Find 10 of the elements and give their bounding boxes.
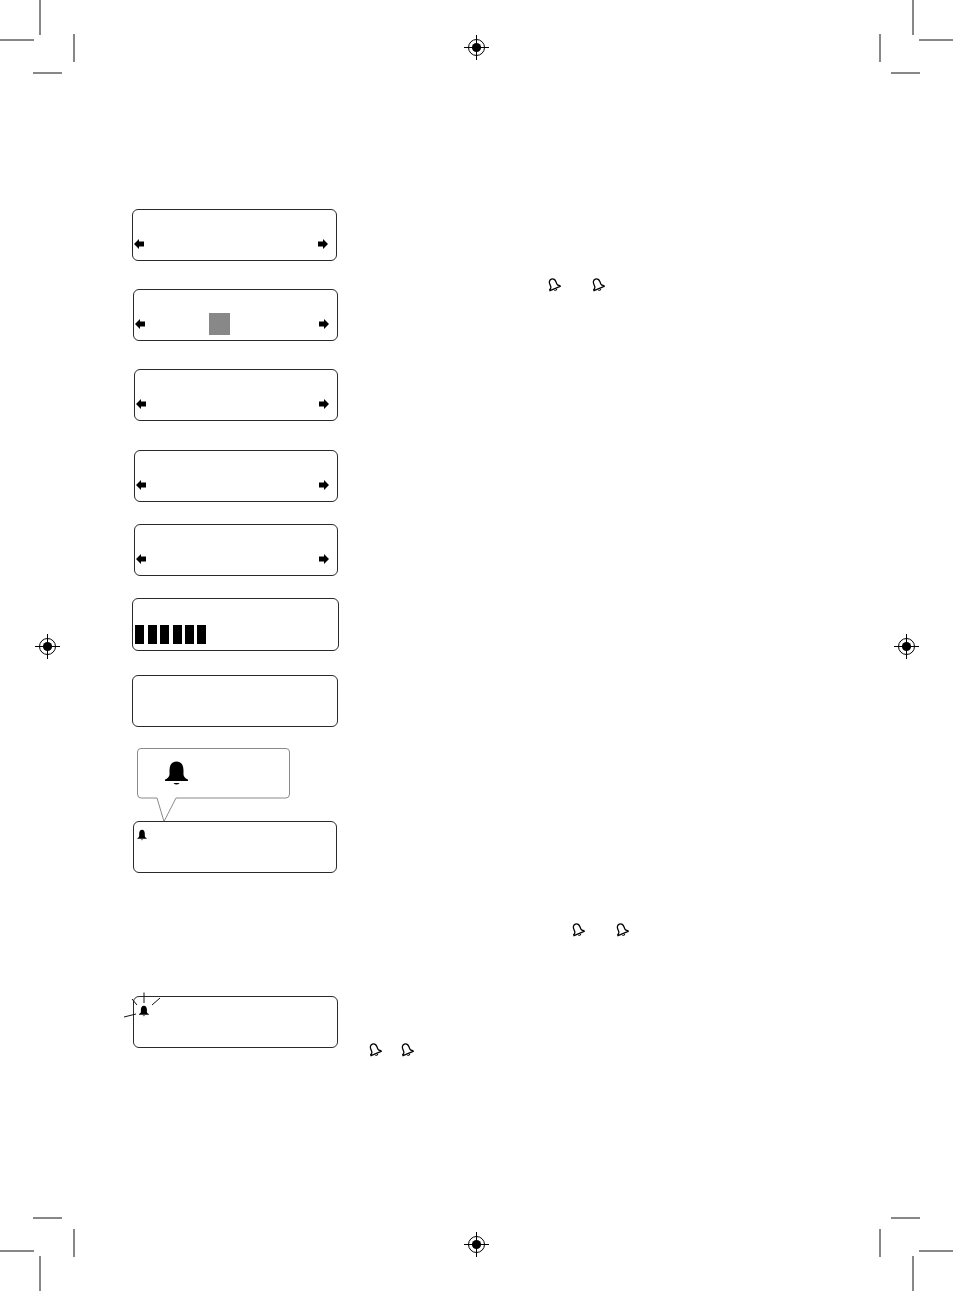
- lcd-screen: [132, 209, 337, 261]
- lcd-screen: [133, 289, 338, 341]
- speech-bubble: [137, 748, 290, 822]
- lcd-screen: [133, 821, 337, 873]
- lcd-screen: [132, 598, 339, 651]
- lcd-screen: [133, 996, 338, 1048]
- lcd-screen: [134, 450, 338, 502]
- lcd-screen: [132, 675, 338, 727]
- lcd-screen: [134, 524, 338, 576]
- lcd-screen: [134, 369, 338, 421]
